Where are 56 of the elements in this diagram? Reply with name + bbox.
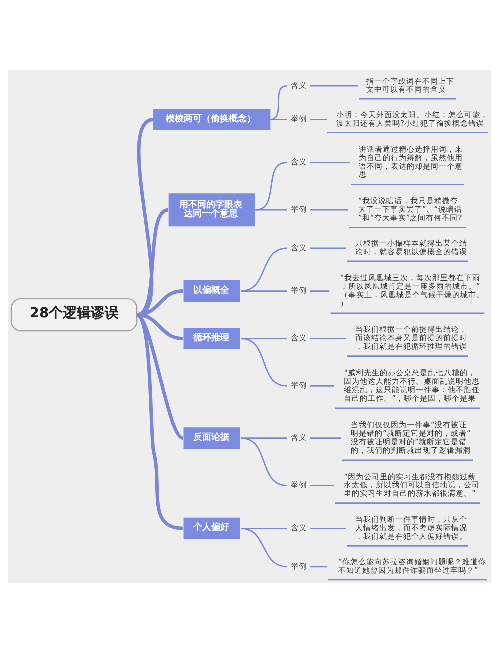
node-text: “因为公司里的实习生都没有抱怨过薪水太低，所以我们可以自信地说，公司里的实习生对自己的薪水都很满意。” xyxy=(344,472,480,498)
connector xyxy=(256,161,288,210)
connector xyxy=(310,527,346,529)
connector xyxy=(310,161,350,163)
node-text: 小明：今天外面没太阳。小红：怎么可能，没太阳还有人类吗?小红犯了偷换概念错误 xyxy=(336,110,489,128)
connector xyxy=(241,338,288,339)
node-text: 当我们仅仅因为一件事“没有被证明是错的”就断定它是对的，或者“没有被证明是对的”就断定它是错的，我们的判断就出现了逻辑漏洞 xyxy=(351,420,472,454)
node-text: 含义 xyxy=(290,242,307,252)
connector xyxy=(310,437,342,438)
node-text: “我没说瞎话，我只是稍微夸大了一下事实罢了”、“说瞎话”和“夸大事实”之间有何不同? xyxy=(358,196,462,222)
node-text: 举例 xyxy=(290,114,307,124)
connector xyxy=(241,437,288,486)
node-box: 以偏概全 xyxy=(184,280,240,302)
node-box: 用不同的字眼表达同一个意思 xyxy=(168,193,256,226)
connector xyxy=(310,338,346,339)
node-text: 含义 xyxy=(290,432,307,442)
node-text: 举例 xyxy=(290,480,307,490)
node-text: 指一个字或词在不同上下文中可以有不同的含义 xyxy=(366,76,454,94)
node-text: “你怎么能向苏拉咨询婚姻问题呢？难道你不知道她曾因为邮件诈骗而坐过牢吗？” xyxy=(338,557,486,575)
node-text: “威利先生的办公桌总是乱七八糟的，因为他这人能力不行。桌面乱说明他思维混乱，这只能说明一件事：他不胜任自己的工作。”，哪个是因，哪个是果 xyxy=(344,368,480,402)
connector xyxy=(241,437,288,438)
connector xyxy=(241,527,288,568)
connector xyxy=(256,208,288,210)
connector xyxy=(310,290,330,292)
node-text: 当我们根据一个前提得出结论，而该结论本身又是前提的前提时，我们就是在犯循环推理的错误 xyxy=(355,324,468,351)
connector xyxy=(270,84,288,120)
node-text: 讲话者通过精心选择用词，来为自己的行为辩解，虽然他用语不同，表达的却是同一个意思 xyxy=(359,144,464,179)
node-text: 当我们判断一件事情时，只从个人情绪出发，而不考虑实际情况，我们就是在犯个人偏好错误。 xyxy=(355,514,468,540)
node-text: 只根据一小撮样本就得出某个结论时，就容易犯以偏概全的错误 xyxy=(355,238,468,256)
node-text: 举例 xyxy=(290,561,307,570)
node-box: 反面论据 xyxy=(184,427,240,448)
connector xyxy=(310,385,334,386)
connector xyxy=(310,118,327,120)
connector xyxy=(310,247,346,249)
node-text: 举例 xyxy=(290,204,307,214)
node-text: 举例 xyxy=(290,380,307,390)
connector xyxy=(241,290,288,292)
node-box: 28个逻辑谬误 xyxy=(10,298,138,332)
node-text: 含义 xyxy=(290,523,307,532)
connector xyxy=(136,313,184,530)
connector xyxy=(136,313,184,440)
node-text: 含义 xyxy=(290,157,307,166)
node-text: 含义 xyxy=(290,333,307,342)
connector xyxy=(241,338,288,386)
node-box: 循环推理 xyxy=(184,328,240,349)
connector xyxy=(310,484,334,486)
connector xyxy=(310,566,328,568)
node-box: 个人偏好 xyxy=(184,517,240,539)
connector xyxy=(270,118,288,120)
connector xyxy=(310,84,358,86)
connector xyxy=(310,208,348,210)
node-text: “我去过凤凰城三次，每次那里都在下雨，所以凤凰城肯定是一座多雨的城市。”（事实上，凤凰城是个气候干燥的城市。） xyxy=(340,273,484,308)
node-box: 模棱两可（偷换概念） xyxy=(154,108,271,130)
node-text: 举例 xyxy=(290,286,307,295)
node-text: 含义 xyxy=(290,80,307,90)
connector xyxy=(241,247,288,292)
